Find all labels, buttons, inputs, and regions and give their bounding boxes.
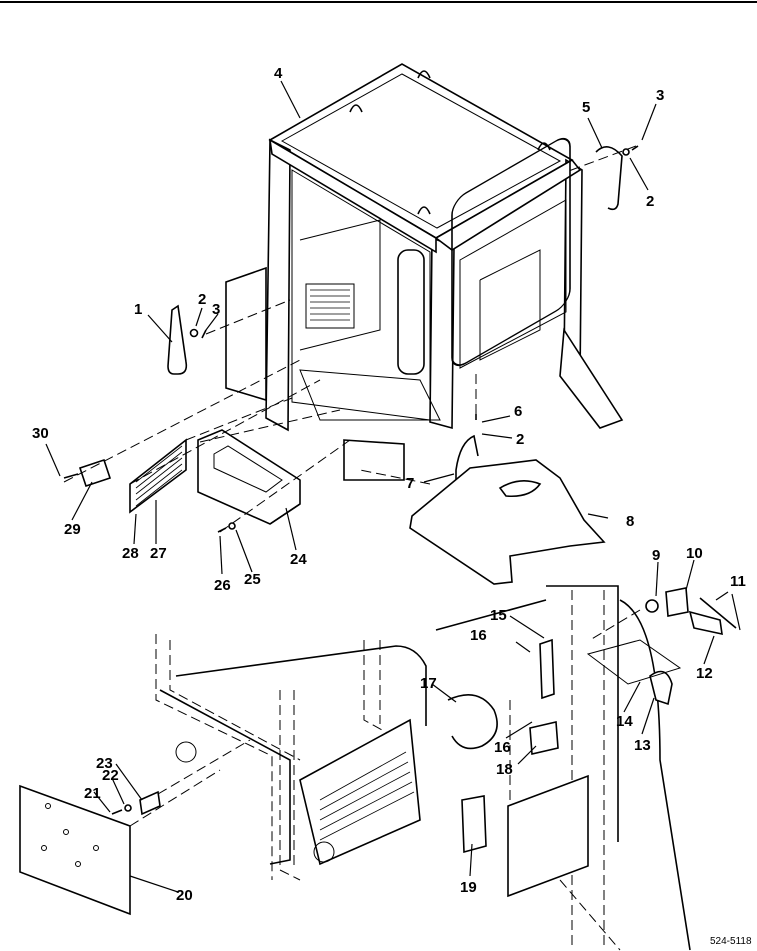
callout-15: 15 <box>490 607 507 624</box>
callout-4: 4 <box>274 65 283 82</box>
callout-24: 24 <box>290 551 307 568</box>
grab-handle-floor <box>455 414 479 486</box>
grab-handle-rear <box>595 145 639 211</box>
callout-7: 7 <box>406 475 414 492</box>
grab-handle-left <box>167 304 207 375</box>
callout-17: 17 <box>420 675 437 692</box>
callout-8: 8 <box>626 513 634 530</box>
alignment-lines-top <box>63 145 637 533</box>
callout-2: 2 <box>198 291 206 308</box>
vent-screen <box>129 438 187 514</box>
callout-28: 28 <box>122 545 139 562</box>
callout-20: 20 <box>176 887 193 904</box>
floor-plate <box>409 459 606 585</box>
callout-13: 13 <box>634 737 651 754</box>
callout-labels: 1 2 3 4 5 3 2 6 2 7 8 30 29 28 27 24 25 … <box>32 65 746 904</box>
cab-frame <box>225 63 624 481</box>
callout-22: 22 <box>102 767 119 784</box>
callout-25: 25 <box>244 571 261 588</box>
callout-29: 29 <box>64 521 81 538</box>
callout-27: 27 <box>150 545 167 562</box>
callout-21: 21 <box>84 785 101 802</box>
callout-3b: 3 <box>656 87 664 104</box>
leader-lines <box>45 80 741 893</box>
lower-left-detail <box>19 634 427 916</box>
callout-30: 30 <box>32 425 49 442</box>
callout-9: 9 <box>652 547 660 564</box>
callout-23: 23 <box>96 755 113 772</box>
callout-5: 5 <box>582 99 590 116</box>
callout-10: 10 <box>686 545 703 562</box>
figure-id: 524-5118 <box>710 936 752 947</box>
vent-box <box>197 429 301 525</box>
lower-right-detail <box>435 585 737 951</box>
callout-14: 14 <box>616 713 633 730</box>
callout-16: 16 <box>470 627 487 644</box>
callout-18: 18 <box>496 761 513 778</box>
callout-6: 6 <box>514 403 522 420</box>
callout-2c: 2 <box>516 431 524 448</box>
callout-2b: 2 <box>646 193 654 210</box>
callout-26: 26 <box>214 577 231 594</box>
callout-12: 12 <box>696 665 713 682</box>
callout-3: 3 <box>212 301 220 318</box>
callout-1: 1 <box>134 301 142 318</box>
callout-16b: 16 <box>494 739 511 756</box>
latch-29 <box>63 458 112 488</box>
callout-19: 19 <box>460 879 477 896</box>
callout-11: 11 <box>730 573 746 590</box>
